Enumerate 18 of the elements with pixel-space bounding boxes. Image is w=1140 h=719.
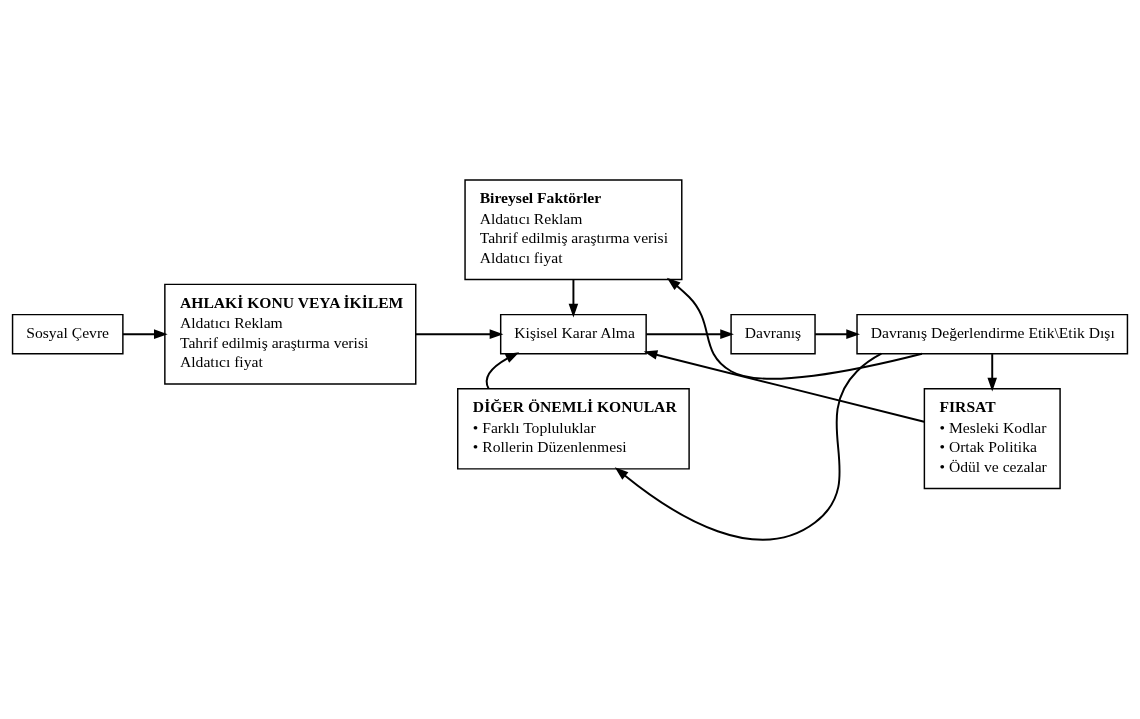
arrow xyxy=(643,349,926,423)
node-box: Davranış xyxy=(730,313,816,354)
node-box: DİĞER ÖNEMLİ KONULAR • Farklı Topluluklar • Rollerin Düzenlenmesi xyxy=(457,387,690,470)
arrow xyxy=(414,328,504,339)
node-box: Davranış Değerlendirme Etik\Etik Dışı xyxy=(856,313,1129,354)
node-box: Kişisel Karar Alma xyxy=(499,313,647,354)
node-box: Sosyal Çevre xyxy=(11,313,124,354)
arrow xyxy=(987,352,998,391)
arrow xyxy=(645,328,734,339)
arrow xyxy=(485,351,520,389)
arrow xyxy=(568,278,579,317)
arrow xyxy=(614,352,883,541)
arrow xyxy=(814,328,860,339)
node-box: Bireysel Faktörler Aldatıcı Reklam Tahrif edilmiş araştırma verisi Aldatıcı fiyat xyxy=(464,178,683,280)
node-box: FIRSAT • Mesleki Kodlar • Ortak Politika • Ödül ve cezalar xyxy=(923,387,1061,489)
arrow xyxy=(121,328,168,339)
node-box: AHLAKİ KONU VEYA İKİLEM Aldatıcı Reklam Tahrif edilmiş araştırma verisi Aldatıcı fiyat xyxy=(164,283,417,385)
arrow xyxy=(666,277,923,380)
